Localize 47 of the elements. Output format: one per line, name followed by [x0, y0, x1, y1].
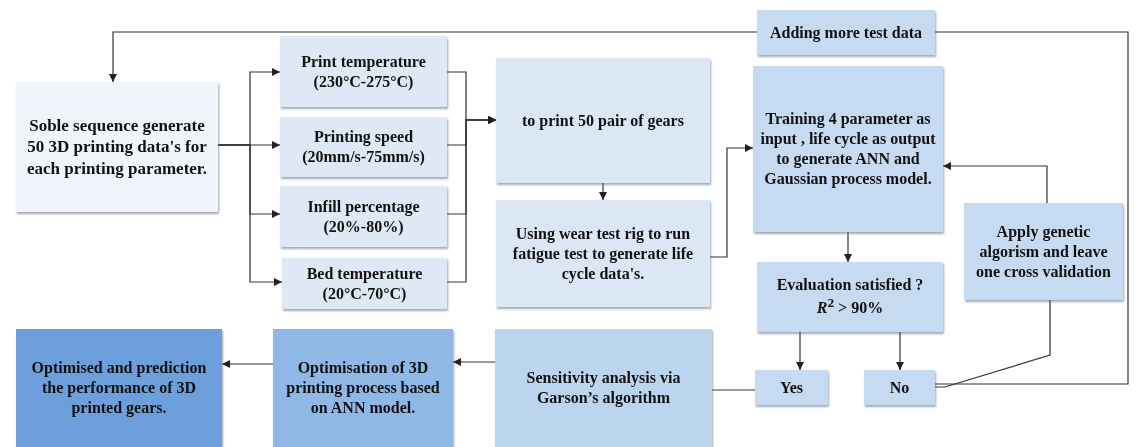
- connector-line: [711, 389, 756, 391]
- process-box: [755, 370, 828, 405]
- process-box: [757, 262, 943, 332]
- process-box: [964, 203, 1123, 300]
- arrow: [109, 31, 758, 83]
- box-text: Yes: [779, 377, 804, 398]
- arrow: [217, 144, 283, 286]
- process-box: [753, 66, 943, 232]
- box-text: Printing speed (20mm/s-75mm/s): [301, 127, 426, 167]
- arrow: [709, 144, 754, 258]
- arrow: [599, 182, 607, 201]
- box-text: Bed temperature (20°C-70°C): [305, 263, 424, 304]
- box-text: Apply genetic algorism and leave one cross validation: [975, 221, 1112, 282]
- connector-line: [934, 299, 1051, 388]
- process-box: [757, 10, 935, 55]
- process-box: [16, 329, 222, 447]
- process-box: [495, 329, 712, 447]
- process-box: [282, 258, 447, 309]
- arrow: [446, 116, 497, 283]
- box-text: Sensitivity analysis via Garson’s algorithm: [525, 368, 682, 408]
- box-text: Training 4 parameter as input , life cycle as output to generate ANN and Gaussian process model.: [759, 109, 937, 189]
- connector-line: [934, 31, 1129, 385]
- box-text: Using wear test rig to run fatigue test to generate life cycle data's.: [511, 223, 695, 284]
- arrow: [896, 331, 904, 371]
- box-text: to print 50 pair of gears: [522, 110, 684, 131]
- process-box: [16, 82, 218, 212]
- arrow: [452, 358, 496, 366]
- process-box: [280, 117, 447, 177]
- process-box: [280, 36, 447, 107]
- box-text: Evaluation satisfied ?: [776, 275, 924, 296]
- box-text: R$^{2}$ > 90%: [816, 295, 884, 319]
- process-box: [864, 370, 935, 405]
- arrow: [796, 331, 804, 371]
- process-box: [496, 58, 710, 183]
- arrow: [221, 360, 274, 368]
- box-text: Optimisation of 3D printing process based on ANN model.: [285, 358, 441, 418]
- box-text: Adding more test data: [769, 22, 923, 43]
- arrow: [942, 162, 1048, 204]
- arrow: [844, 231, 852, 263]
- process-box: [496, 200, 710, 307]
- process-box: [273, 329, 453, 447]
- box-text: No: [889, 377, 910, 398]
- box-text: Infill percentage (20%-80%): [306, 196, 421, 237]
- box-text: Print temperature (230°C-275°C): [300, 51, 427, 92]
- box-text: Soble sequence generate 50 3D printing data's for each printing parameter.: [25, 115, 209, 179]
- box-text: Optimised and prediction the performance of 3D printed gears.: [30, 358, 208, 418]
- process-box: [280, 186, 447, 247]
